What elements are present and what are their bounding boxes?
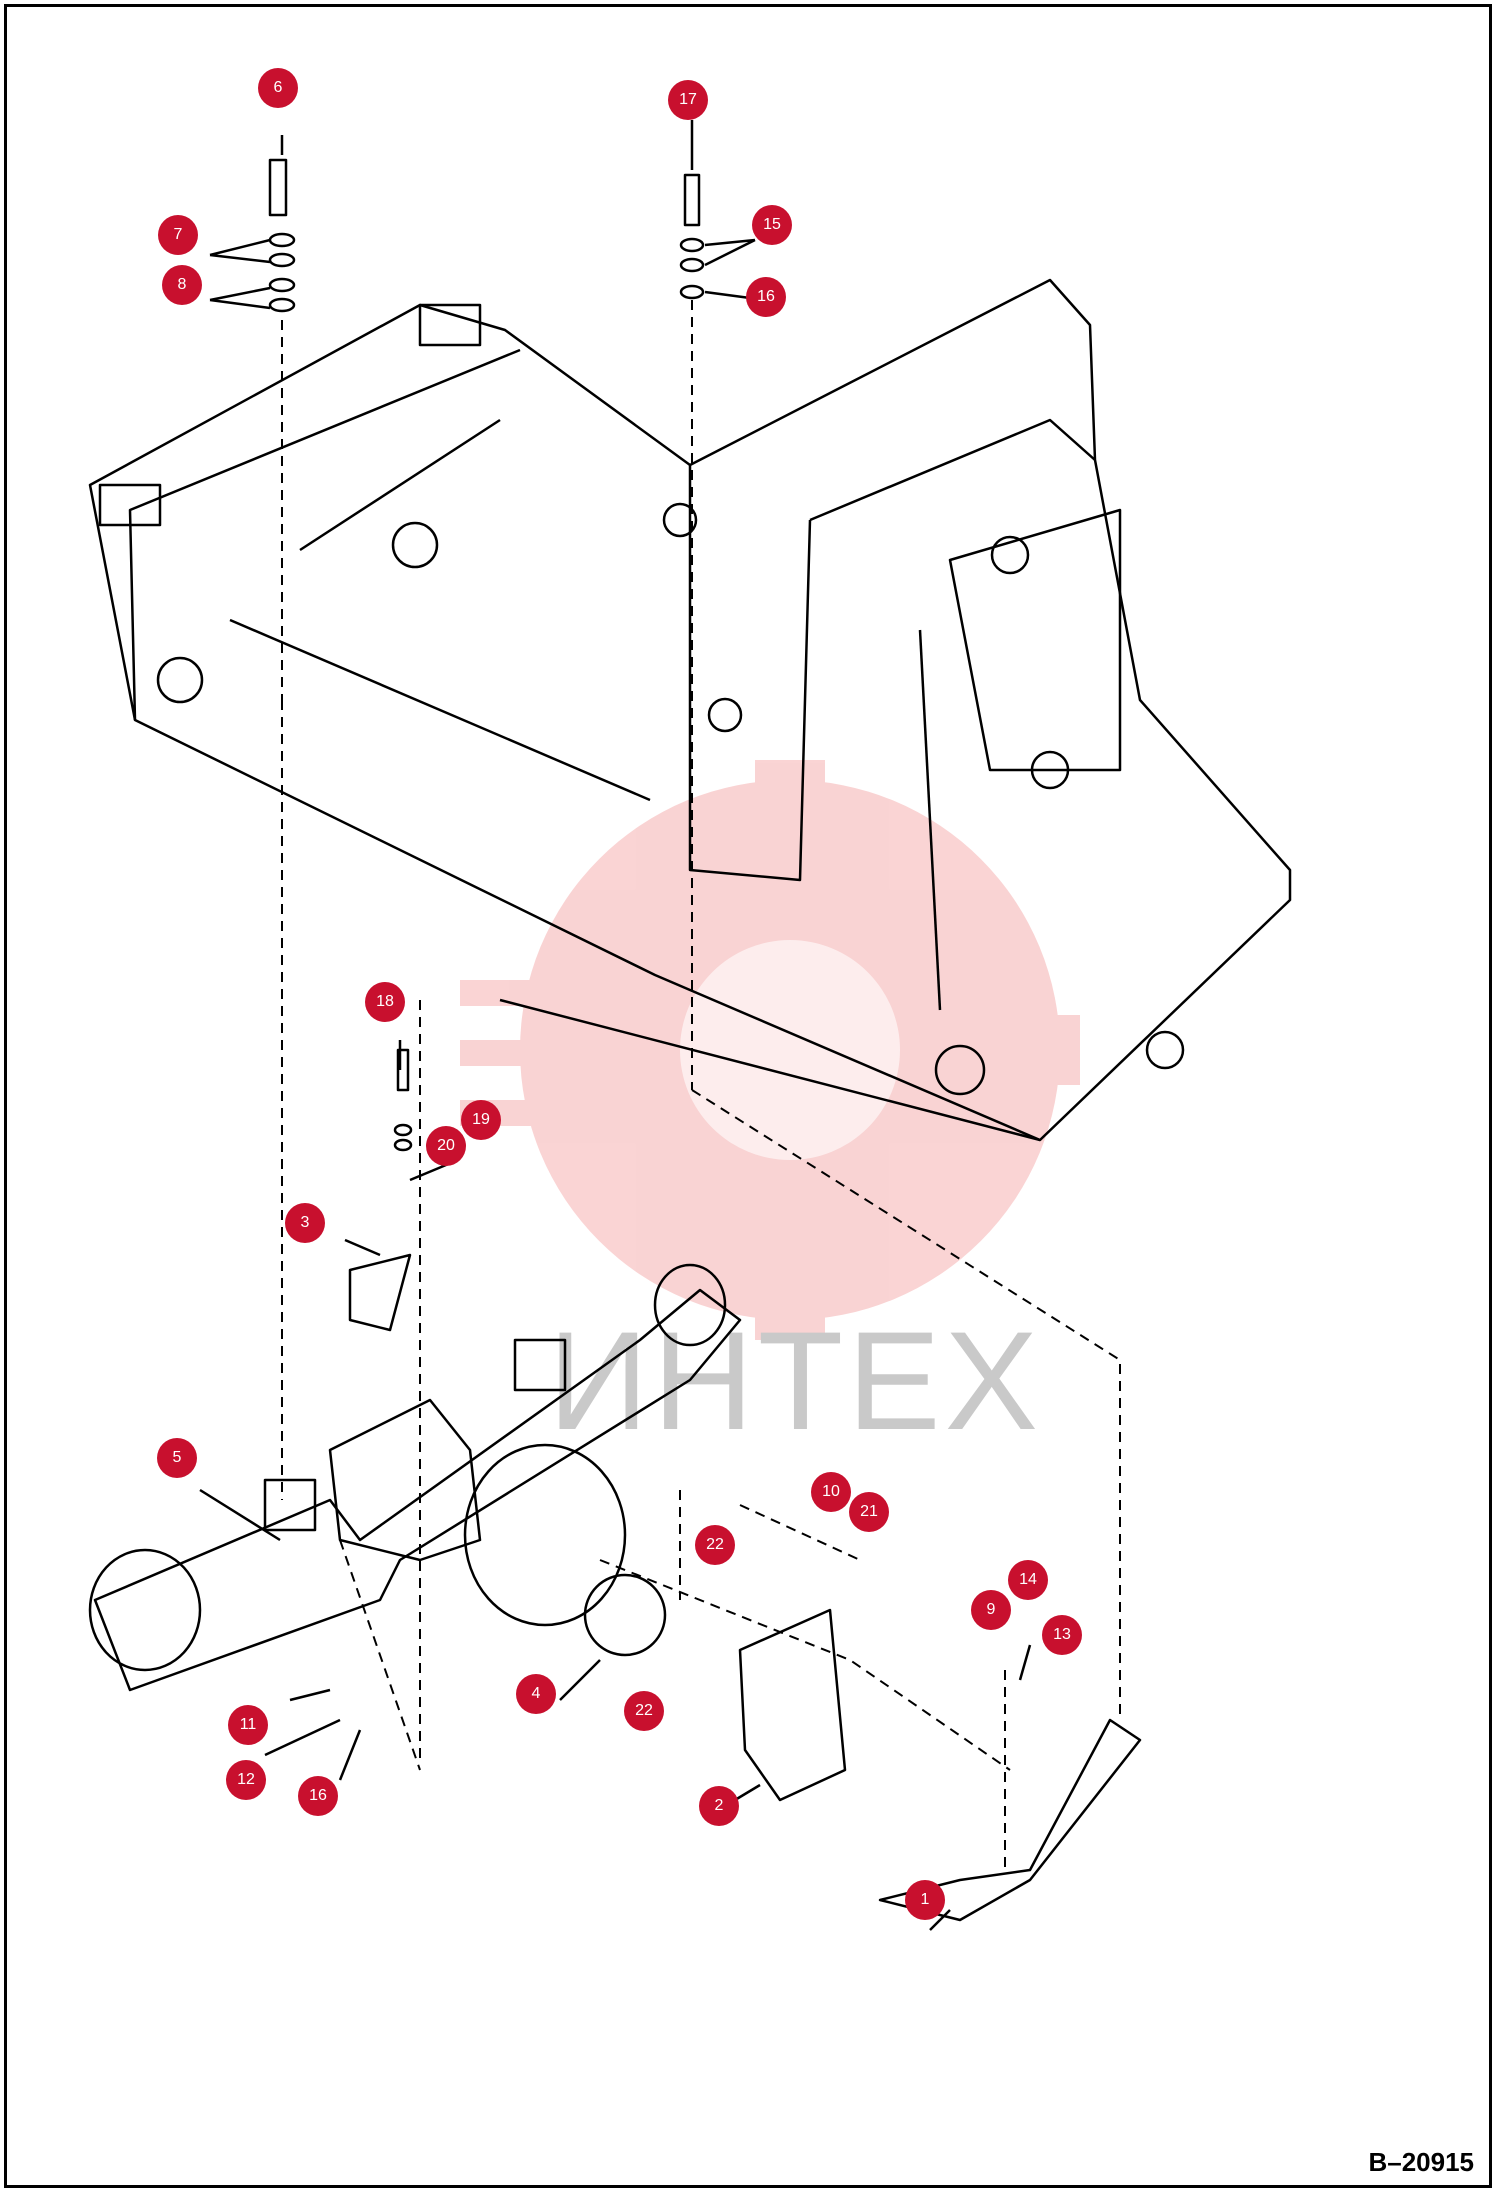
callout-badge[interactable]: 14 bbox=[1008, 1560, 1048, 1600]
callout-badge[interactable]: 17 bbox=[668, 80, 708, 120]
callout-badge[interactable]: 18 bbox=[365, 982, 405, 1022]
callout-badge[interactable]: 8 bbox=[162, 265, 202, 305]
callout-badge[interactable]: 16 bbox=[298, 1776, 338, 1816]
callout-badge[interactable]: 9 bbox=[971, 1590, 1011, 1630]
callout-badge[interactable]: 3 bbox=[285, 1203, 325, 1243]
callout-badge[interactable]: 12 bbox=[226, 1760, 266, 1800]
callout-badge[interactable]: 19 bbox=[461, 1100, 501, 1140]
callout-badge[interactable]: 7 bbox=[158, 215, 198, 255]
callout-badge[interactable]: 20 bbox=[426, 1126, 466, 1166]
watermark-text: ИНТЕХ bbox=[548, 1302, 1043, 1459]
callout-badge[interactable]: 1 bbox=[905, 1880, 945, 1920]
callout-badge[interactable]: 16 bbox=[746, 277, 786, 317]
callout-badge[interactable]: 6 bbox=[258, 68, 298, 108]
callout-badge[interactable]: 22 bbox=[695, 1525, 735, 1565]
callout-badge[interactable]: 21 bbox=[849, 1492, 889, 1532]
callout-badge[interactable]: 4 bbox=[516, 1674, 556, 1714]
callout-badge[interactable]: 2 bbox=[699, 1786, 739, 1826]
diagram-frame bbox=[4, 4, 1492, 2188]
callout-badge[interactable]: 10 bbox=[811, 1472, 851, 1512]
callout-badge[interactable]: 5 bbox=[157, 1438, 197, 1478]
callout-badge[interactable]: 11 bbox=[228, 1705, 268, 1745]
callout-badge[interactable]: 15 bbox=[752, 205, 792, 245]
callout-badge[interactable]: 22 bbox=[624, 1691, 664, 1731]
callout-badge[interactable]: 13 bbox=[1042, 1615, 1082, 1655]
figure-id: B–20915 bbox=[1368, 2147, 1474, 2177]
